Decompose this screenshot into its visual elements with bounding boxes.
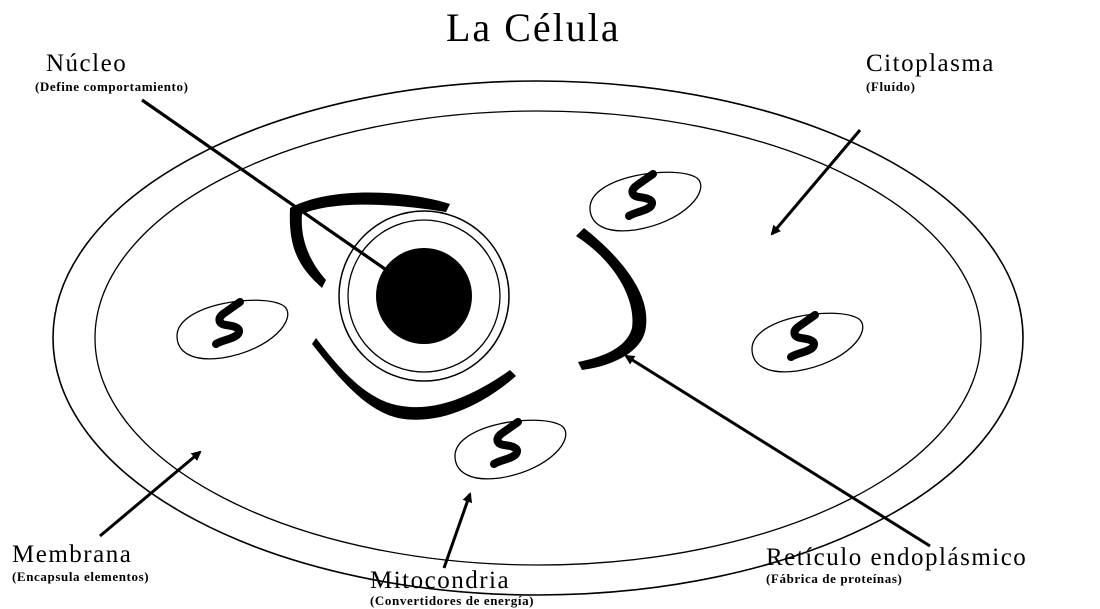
label-citoplasma: Citoplasma <box>866 51 995 76</box>
label-citoplasma-description: (Fluído) <box>866 80 916 93</box>
label-membrana-description: (Encapsula elementos) <box>12 570 149 583</box>
arrow-mitocondria <box>444 494 470 568</box>
label-mitocondria-description: (Convertidores de energía) <box>370 594 534 607</box>
cell-membrane-outer <box>53 81 1023 595</box>
label-nucleo-description: (Define comportamiento) <box>35 80 189 93</box>
mitochondrion-right <box>752 313 863 372</box>
label-mitocondria: Mitocondria <box>370 568 510 593</box>
er-strand-right-chevron <box>576 228 646 370</box>
er-strand-bottom <box>312 338 516 420</box>
arrow-citoplasma <box>772 130 860 234</box>
label-membrana: Membrana <box>12 542 132 567</box>
diagram-title: La Célula <box>446 8 621 48</box>
mitochondrion-left <box>177 300 288 359</box>
label-reticulo-description: (Fábrica de proteínas) <box>766 572 902 585</box>
mitochondrion-top <box>590 172 701 231</box>
arrow-reticulo <box>626 356 930 546</box>
label-reticulo: Retículo endoplásmico <box>766 545 1027 570</box>
label-nucleo: Núcleo <box>46 51 127 76</box>
nucleus-core <box>376 248 472 344</box>
mitochondrion-bottom <box>455 420 566 479</box>
